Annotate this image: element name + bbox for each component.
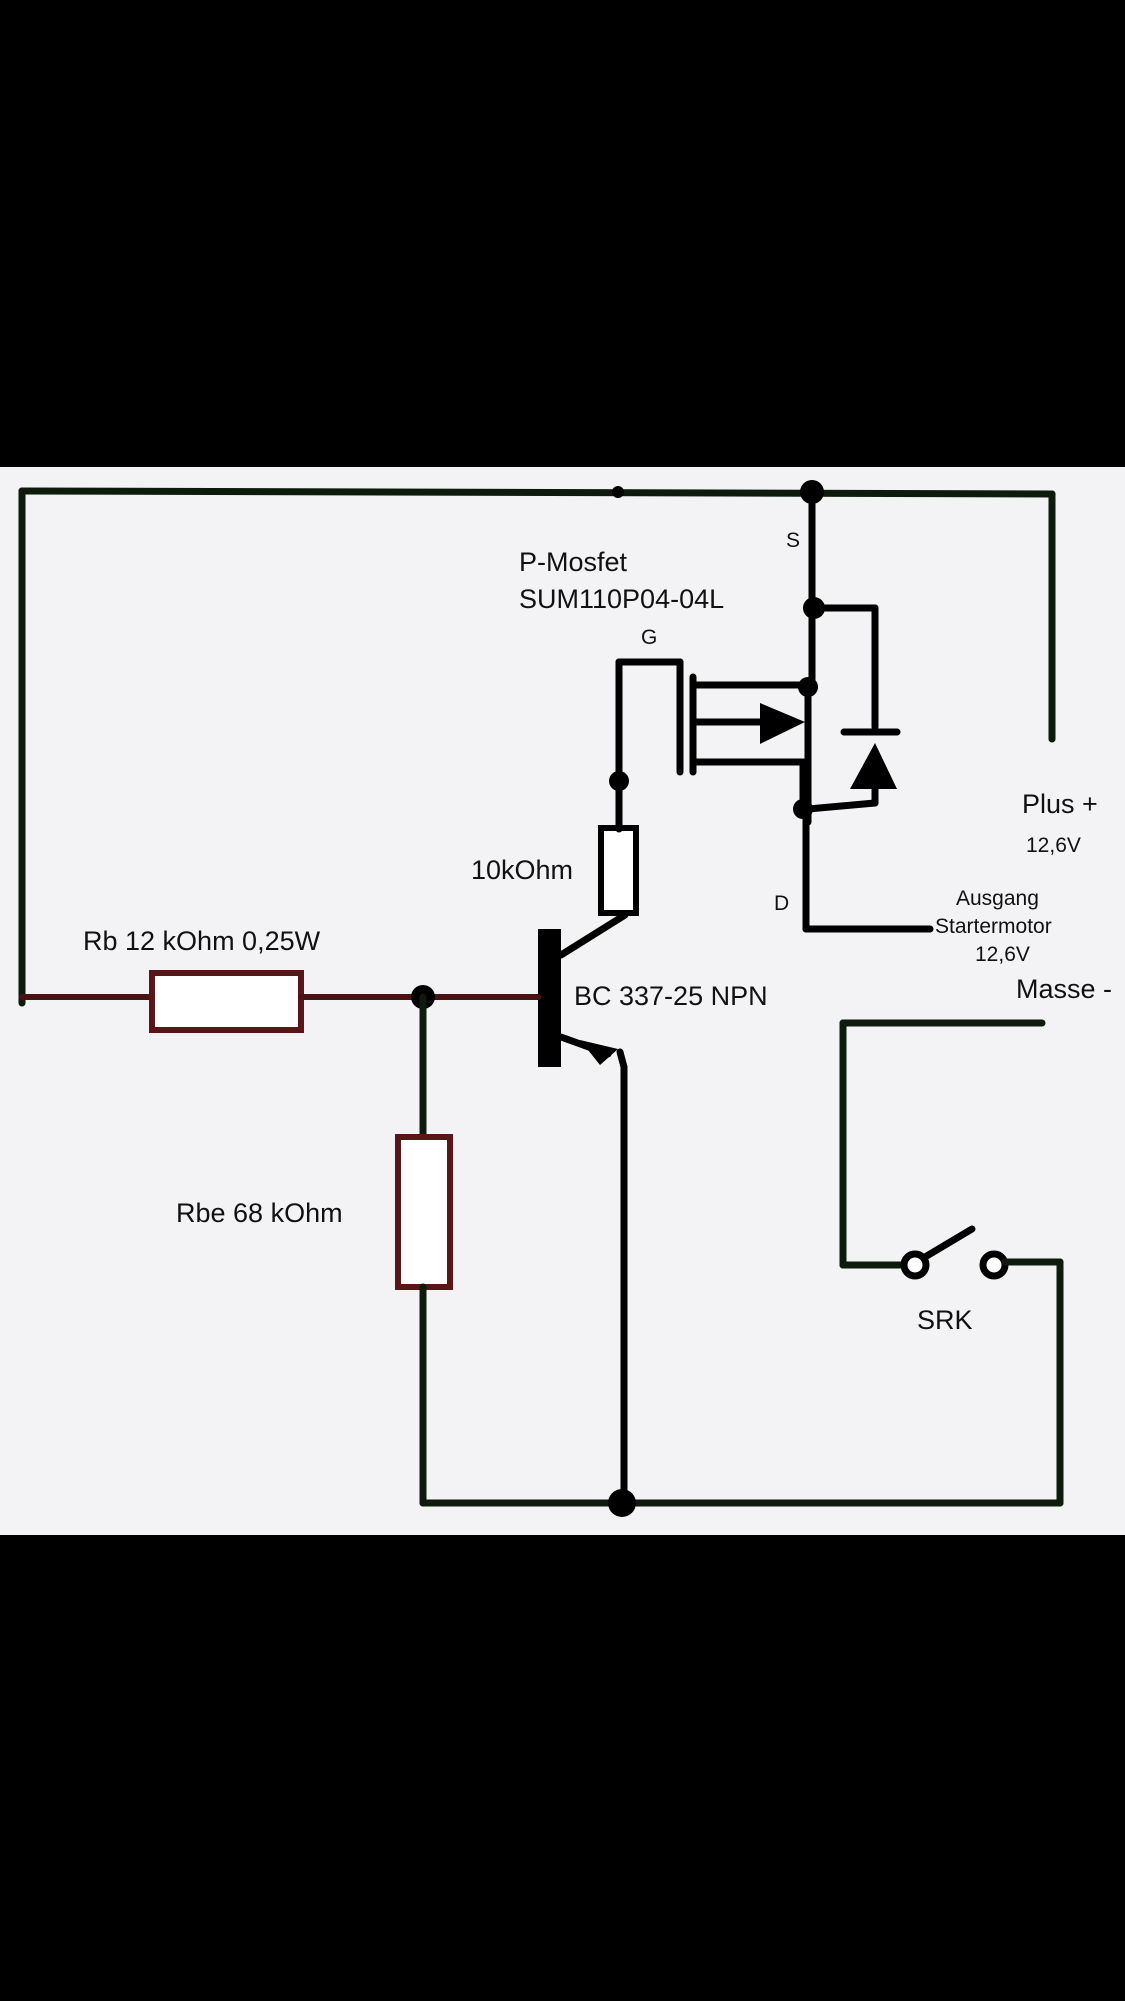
drain-pin-label: D	[774, 892, 789, 915]
base-wire	[19, 970, 541, 1033]
gate-resistor-label: 10kOhm	[471, 855, 573, 885]
mosfet-part-label: SUM110P04-04L	[519, 584, 724, 614]
npn-transistor	[538, 911, 629, 1507]
plus-voltage-label: 12,6V	[1026, 834, 1081, 857]
rbe-label: Rbe 68 kOhm	[176, 1198, 343, 1228]
mosfet-type-label: P-Mosfet	[519, 547, 628, 577]
circuit-diagram: P-Mosfet SUM110P04-04L S G D 10kOhm Rb 1…	[18, 480, 1112, 1517]
plus-label: Plus +	[1022, 789, 1098, 819]
source-pin-label: S	[786, 529, 800, 552]
p-mosfet-symbol	[609, 488, 901, 829]
ground-label: Masse -	[1016, 974, 1112, 1004]
srk-switch	[839, 1019, 1064, 1280]
top-wire	[18, 480, 1056, 1007]
transistor-label: BC 337-25 NPN	[574, 981, 768, 1011]
bottom-wire	[419, 1258, 1064, 1517]
switch-label: SRK	[917, 1305, 973, 1335]
schematic-panel: P-Mosfet SUM110P04-04L S G D 10kOhm Rb 1…	[0, 467, 1125, 1535]
gate-resistor	[598, 821, 639, 916]
output-voltage-label: 12,6V	[975, 943, 1030, 966]
rb-label: Rb 12 kOhm 0,25W	[83, 926, 321, 956]
output-wire	[802, 805, 934, 933]
output-label-line1: Ausgang	[956, 887, 1039, 910]
gate-pin-label: G	[641, 626, 657, 649]
output-label-line2: Startermotor	[935, 915, 1052, 938]
rbe-resistor	[395, 993, 453, 1507]
